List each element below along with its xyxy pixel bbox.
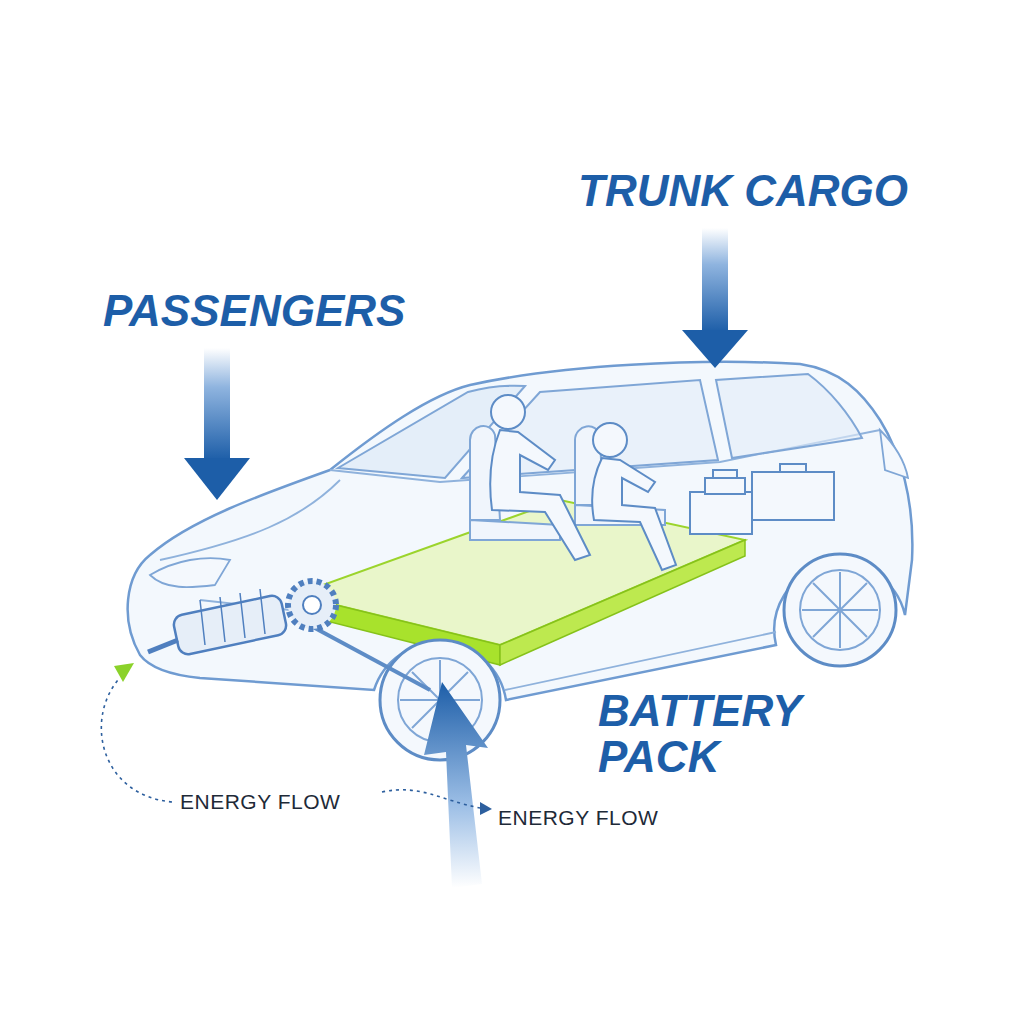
pointer-arrow-head <box>682 330 748 368</box>
taillight <box>880 430 908 478</box>
headlight <box>150 558 230 587</box>
rear-rim <box>800 570 880 650</box>
motor <box>172 594 288 656</box>
luggage-handle <box>713 464 806 478</box>
passenger-head <box>593 423 627 457</box>
driver-body <box>490 430 590 560</box>
callout-title: BATTERY PACK <box>598 688 838 780</box>
body-line <box>160 430 880 690</box>
luggage <box>752 472 834 520</box>
rear-window <box>716 374 862 458</box>
pointer-arrow-head <box>184 458 250 500</box>
callout-title: PASSENGERS <box>103 288 405 334</box>
motor-shaft <box>148 640 178 652</box>
driver-head <box>491 395 525 429</box>
energy-flow-line <box>382 790 480 808</box>
passenger-body <box>592 458 676 570</box>
pointer-arrow <box>424 682 488 888</box>
callout-title: TRUNK CARGO <box>578 168 908 214</box>
battery-side <box>500 540 745 665</box>
motor-fins <box>200 589 265 645</box>
car-body <box>128 362 913 700</box>
energy-flow-line <box>101 680 172 802</box>
rear-spokes <box>802 572 878 648</box>
energy-flow-head <box>114 663 134 682</box>
pointer-arrow <box>702 228 728 332</box>
flow-label: ENERGY FLOW <box>180 790 340 814</box>
energy-flow-head <box>480 802 492 815</box>
luggage <box>690 492 752 534</box>
luggage <box>705 478 745 494</box>
flow-label: ENERGY FLOW <box>498 806 658 830</box>
pointer-arrow <box>204 348 230 460</box>
gear-hub <box>303 596 321 614</box>
rear-wheel <box>784 554 896 666</box>
gear <box>288 581 336 629</box>
